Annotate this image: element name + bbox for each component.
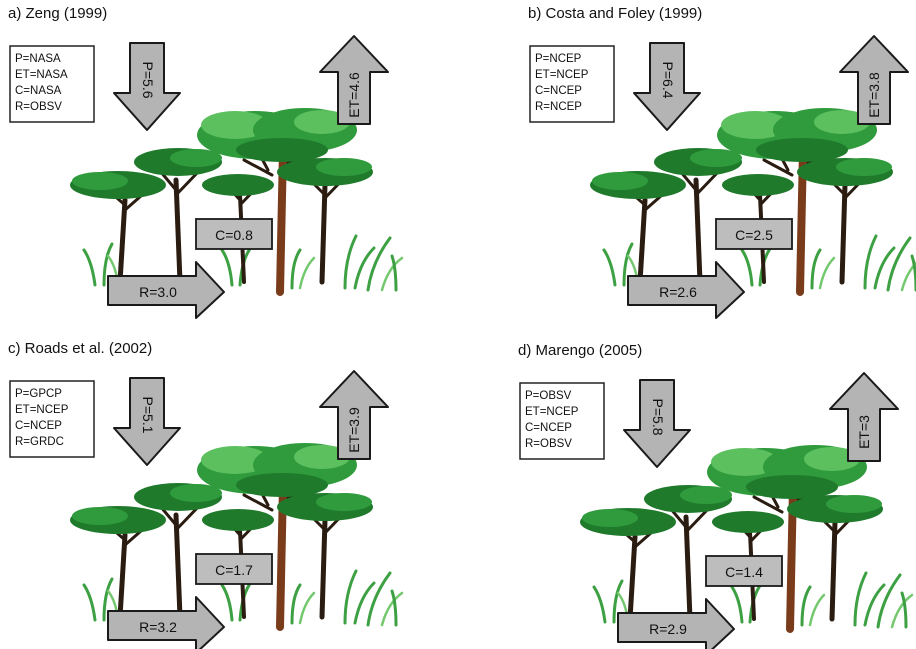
runoff-arrow: R=3.0 (107, 261, 225, 319)
runoff-label: R=3.2 (139, 619, 177, 635)
down-arrow-icon (113, 377, 181, 466)
down-arrow-icon (623, 379, 691, 468)
evapotranspiration-arrow: ET=3 (829, 372, 899, 462)
precipitation-label: P=6.4 (660, 62, 676, 99)
panel-title: c) Roads et al. (2002) (8, 340, 152, 357)
convergence-box: C=1.7 (195, 553, 273, 585)
source-legend: P=NASA ET=NASA C=NASA R=OBSV (9, 45, 95, 123)
precipitation-label: P=5.1 (140, 397, 156, 434)
source-legend: P=NCEP ET=NCEP C=NCEP R=NCEP (529, 45, 615, 123)
right-arrow-icon (617, 598, 735, 649)
down-arrow-icon (113, 42, 181, 131)
precipitation-label: P=5.8 (650, 399, 666, 436)
legend-item: R=OBSV (525, 438, 572, 450)
source-legend: P=GPCP ET=NCEP C=NCEP R=GRDC (9, 380, 95, 458)
legend-item: P=NASA (15, 53, 61, 65)
forest-illustration (580, 445, 912, 629)
legend-item: C=NCEP (525, 422, 572, 434)
forest-illustration (70, 108, 402, 292)
convergence-frame (195, 218, 273, 250)
right-arrow-icon (107, 596, 225, 649)
runoff-label: R=2.6 (659, 284, 697, 300)
runoff-arrow: R=2.6 (627, 261, 745, 319)
convergence-label: C=1.7 (215, 562, 253, 578)
precipitation-arrow: P=5.6 (113, 42, 181, 131)
evapotranspiration-label: ET=3.9 (346, 407, 362, 453)
evapotranspiration-arrow: ET=3.9 (319, 370, 389, 460)
legend-frame (529, 45, 615, 123)
up-arrow-icon (319, 370, 389, 460)
legend-item: P=OBSV (525, 390, 572, 402)
runoff-label: R=3.0 (139, 284, 177, 300)
legend-item: C=NCEP (535, 85, 582, 97)
down-arrow-icon (633, 42, 701, 131)
convergence-box: C=2.5 (715, 218, 793, 250)
panel-b: b) Costa and Foley (1999) P=NCEP ET=NCEP C=… (528, 5, 916, 319)
convergence-frame (705, 555, 783, 587)
evapotranspiration-arrow: ET=4.6 (319, 35, 389, 125)
evapotranspiration-label: ET=3.8 (866, 72, 882, 118)
legend-item: C=NCEP (15, 420, 62, 432)
legend-item: R=OBSV (15, 101, 62, 113)
panel-title: d) Marengo (2005) (518, 342, 642, 359)
panel-a: a) Zeng (1999)P=NASAET=NASAC=NASAR=OBSVP… (8, 5, 402, 319)
legend-item: R=GRDC (15, 436, 64, 448)
legend-item: R=NCEP (535, 101, 582, 113)
legend-item: ET=NCEP (15, 404, 69, 416)
panel-c: c) Roads et al. (2002) P=GPCP ET=NCEP C=NCE… (8, 340, 402, 649)
legend-frame (519, 382, 605, 460)
evapotranspiration-label: ET=3 (856, 415, 872, 449)
convergence-label: C=2.5 (735, 227, 773, 243)
precipitation-arrow: P=6.4 (633, 42, 701, 131)
panel-title: b) Costa and Foley (1999) (528, 5, 702, 22)
legend-frame (9, 45, 95, 123)
legend-item: ET=NCEP (535, 69, 589, 81)
precipitation-arrow: P=5.1 (113, 377, 181, 466)
legend-item: ET=NCEP (525, 406, 579, 418)
source-legend: P=OBSV ET=NCEP C=NCEP R=OBSV (519, 382, 605, 460)
legend-item: ET=NASA (15, 69, 68, 81)
runoff-arrow: R=3.2 (107, 596, 225, 649)
panel-d: d) Marengo (2005) P=OBSV ET=NCEP C=NCEP R=OB… (518, 342, 912, 649)
convergence-box: C=1.4 (705, 555, 783, 587)
up-arrow-icon (319, 35, 389, 125)
up-arrow-icon (829, 372, 899, 462)
evapotranspiration-arrow: ET=3.8 (839, 35, 909, 125)
right-arrow-icon (627, 261, 745, 319)
convergence-frame (195, 553, 273, 585)
convergence-label: C=1.4 (725, 564, 763, 580)
runoff-label: R=2.9 (649, 621, 687, 637)
precipitation-arrow: P=5.8 (623, 379, 691, 468)
legend-item: P=NCEP (535, 53, 582, 65)
evapotranspiration-label: ET=4.6 (346, 72, 362, 118)
right-arrow-icon (107, 261, 225, 319)
convergence-label: C=0.8 (215, 227, 253, 243)
legend-item: C=NASA (15, 85, 62, 97)
convergence-box: C=0.8 (195, 218, 273, 250)
forest-illustration (590, 108, 916, 292)
panel-title: a) Zeng (1999) (8, 5, 107, 22)
runoff-arrow: R=2.9 (617, 598, 735, 649)
legend-item: P=GPCP (15, 388, 62, 400)
up-arrow-icon (839, 35, 909, 125)
legend-frame (9, 380, 95, 458)
precipitation-label: P=5.6 (140, 62, 156, 99)
convergence-frame (715, 218, 793, 250)
forest-illustration (70, 443, 402, 627)
